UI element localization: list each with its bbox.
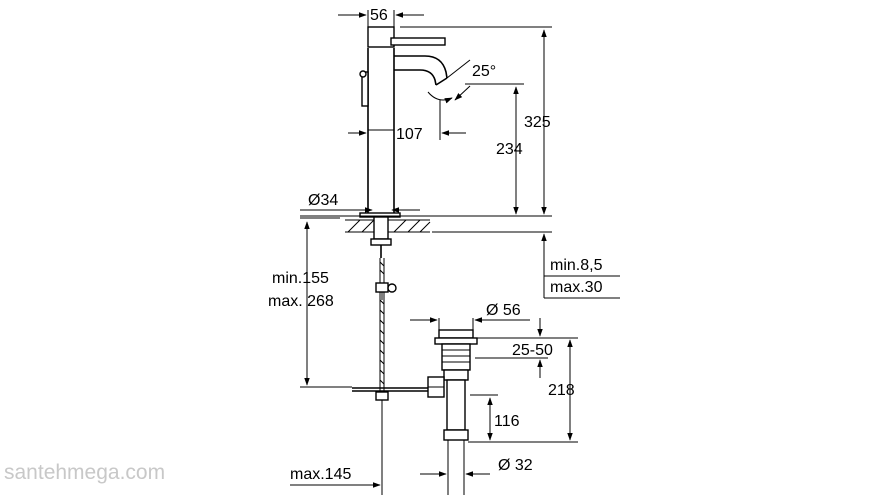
dim-waste-tail: 116	[494, 413, 520, 430]
watermark: santehmega.com	[4, 461, 165, 484]
dim-spout-reach: 107	[396, 126, 423, 143]
fixing-stud	[373, 216, 389, 240]
dim-rod-max: max. 268	[268, 293, 334, 310]
dim-angle: 25°	[472, 63, 496, 80]
dim-spout-height: 234	[496, 141, 523, 158]
lever-arm	[390, 37, 446, 46]
rod-clip	[375, 282, 389, 293]
dim-rod-offset: max.145	[290, 466, 351, 483]
lever-handle	[367, 26, 395, 48]
dim-waste-diameter: Ø 56	[486, 302, 521, 319]
spout-lower	[394, 69, 437, 86]
dim-rod-min: min.155	[272, 270, 329, 287]
spout-upper	[394, 55, 448, 79]
waste-body	[441, 343, 471, 371]
popup-waste	[427, 329, 478, 495]
dim-total-height: 325	[524, 114, 551, 131]
waste-tailpiece	[446, 379, 466, 431]
dim-waste-height: 218	[548, 382, 575, 399]
dimension-lines	[290, 10, 620, 488]
lift-rod	[379, 258, 385, 395]
dim-deck-max: max.30	[550, 279, 603, 296]
dim-hole-diameter: Ø34	[308, 192, 338, 209]
dim-outlet-diameter: Ø 32	[498, 457, 533, 474]
dim-deck-min: min.8,5	[550, 257, 603, 274]
faucet-body	[345, 26, 448, 495]
waste-flange	[438, 329, 474, 339]
dim-basin-thickness: 25-50	[512, 342, 553, 359]
dim-spout-width: 56	[370, 7, 388, 24]
